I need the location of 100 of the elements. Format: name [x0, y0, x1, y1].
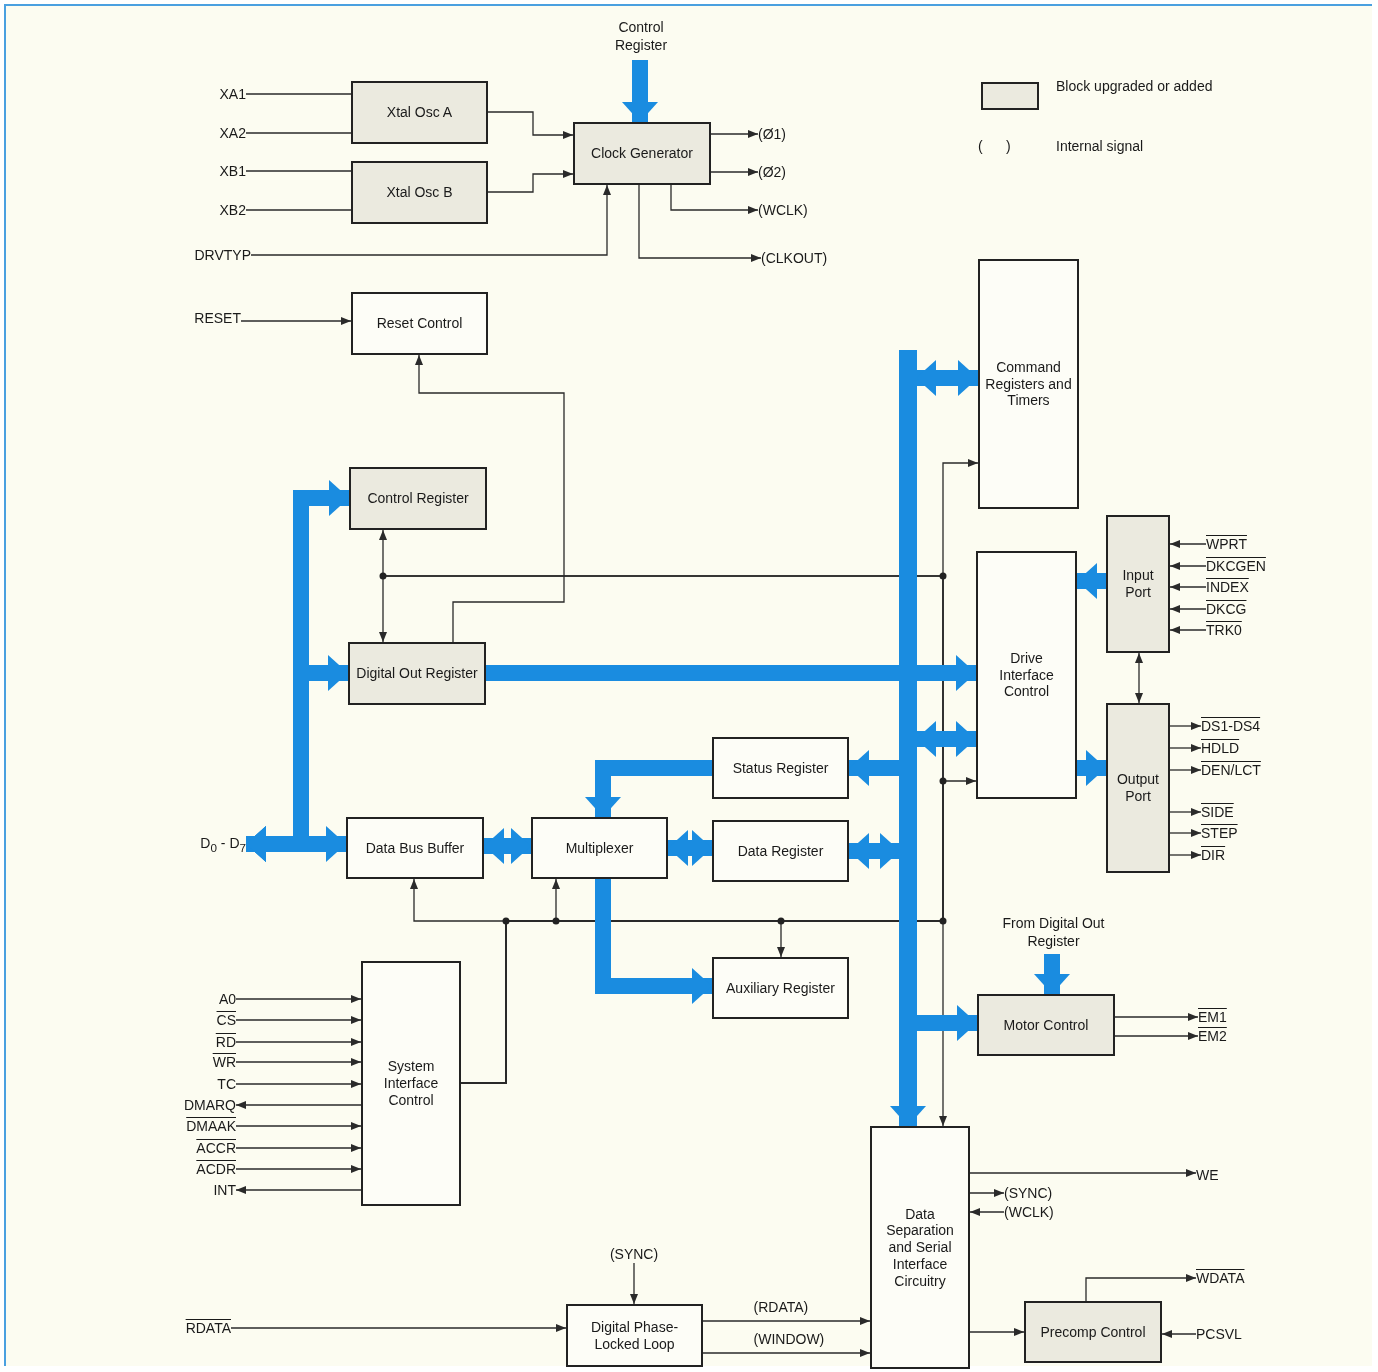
- arrow: [1169, 540, 1207, 548]
- function-block: [1024, 1301, 1162, 1363]
- arrow: [969, 1169, 1197, 1177]
- function-block: [361, 961, 461, 1206]
- function-block: [870, 1126, 970, 1369]
- block-label: Data Separation and Serial Interface Circuitry: [885, 1205, 955, 1290]
- signal-label: HDLD: [1201, 739, 1286, 757]
- block-label: Xtal Osc A: [386, 104, 453, 121]
- block-label: Drive Interface Control: [998, 649, 1055, 701]
- legend-label: Block upgraded or added: [1056, 77, 1214, 96]
- signal-label: DMAAK: [156, 1117, 236, 1135]
- signal-label: DIR: [1201, 846, 1286, 864]
- function-block: [351, 81, 488, 144]
- function-block: [351, 161, 488, 224]
- connector-line: [245, 132, 352, 134]
- function-block: [531, 817, 668, 879]
- bus-arrow: [486, 655, 976, 691]
- signal-label: D$_{0}$ - D$_{7}$: [146, 834, 246, 854]
- arrow: [415, 354, 565, 643]
- arrow: [487, 170, 574, 193]
- bus-arrow: [1077, 750, 1106, 786]
- arrow: [250, 184, 611, 256]
- arrow: [969, 1189, 1005, 1197]
- block-label: Control Register: [367, 490, 469, 507]
- arrow: [702, 1317, 871, 1325]
- arrow: [487, 111, 574, 139]
- signal-label: DEN/LCT: [1201, 761, 1286, 779]
- arrow: [1169, 744, 1202, 752]
- arrow: [969, 1208, 1005, 1216]
- arrow: [1169, 808, 1202, 816]
- arrow: [630, 1262, 638, 1305]
- function-block: [1106, 515, 1170, 653]
- signal-label: (CLKOUT): [761, 249, 851, 267]
- signal-label: (Ø2): [758, 163, 818, 181]
- signal-label: INDEX: [1206, 578, 1291, 596]
- signal-label: WDATA: [1196, 1269, 1281, 1287]
- signal-label: WE: [1196, 1166, 1281, 1184]
- bus-arrow: [622, 60, 658, 122]
- signal-label: (WCLK): [758, 201, 828, 219]
- function-block: [976, 551, 1077, 799]
- block-label: System Interface Control: [382, 1058, 440, 1109]
- arrow: [235, 1165, 362, 1173]
- block-label: Digital Out Register: [356, 665, 478, 682]
- function-block: [348, 642, 486, 705]
- arrow: [235, 1144, 362, 1152]
- signal-label: STEP: [1201, 824, 1286, 842]
- function-block: [1106, 703, 1170, 873]
- signal-label: (Ø1): [758, 125, 818, 143]
- signal-label: XA1: [186, 85, 246, 103]
- connector-line: [245, 93, 352, 95]
- signal-label: EM2: [1198, 1027, 1283, 1045]
- block-label: Digital Phase-Locked Loop: [589, 1318, 680, 1353]
- function-block: [566, 1304, 703, 1367]
- block-label: Status Register: [732, 759, 829, 777]
- legend-label: Internal signal: [1056, 137, 1145, 156]
- arrow: [1135, 652, 1143, 704]
- block-label: Clock Generator: [591, 145, 693, 162]
- arrow: [710, 130, 759, 138]
- signal-label: SIDE: [1201, 803, 1286, 821]
- arrow: [1169, 626, 1207, 634]
- arrow: [235, 1186, 362, 1194]
- arrow: [235, 1101, 362, 1109]
- function-block: [573, 122, 711, 185]
- signal-label: WR: [156, 1053, 236, 1071]
- arrow: [710, 168, 759, 176]
- bus-arrow: [916, 721, 976, 757]
- function-block: [978, 259, 1079, 509]
- arrow: [1114, 1013, 1199, 1021]
- function-block: [712, 957, 849, 1019]
- signal-label: TC: [156, 1075, 236, 1093]
- signal-label: (WCLK): [1004, 1203, 1089, 1221]
- signal-label: (SYNC): [1004, 1184, 1089, 1202]
- arrow: [670, 184, 759, 214]
- arrow: [1161, 1330, 1197, 1338]
- arrow: [235, 1016, 362, 1024]
- arrow: [235, 1038, 362, 1046]
- arrow: [230, 1324, 567, 1332]
- signal-label: ACDR: [156, 1160, 236, 1178]
- bus-arrow: [1077, 563, 1106, 599]
- block-label: Input Port: [1121, 567, 1155, 601]
- block-label: Data Register: [737, 842, 824, 860]
- arrow: [969, 1328, 1025, 1336]
- arrow: [235, 1058, 362, 1066]
- block-label: Reset Control: [376, 315, 463, 332]
- bus-arrow: [484, 828, 531, 864]
- bus-arrow: [1034, 954, 1070, 994]
- arrow: [1169, 851, 1202, 859]
- arrow: [235, 1122, 362, 1130]
- arrow: [1114, 1032, 1199, 1040]
- bus-arrow: [916, 360, 978, 396]
- arrow: [1169, 562, 1207, 570]
- signal-label: CS: [156, 1011, 236, 1029]
- signal-label: RESET: [166, 309, 241, 327]
- block-label: Auxiliary Register: [726, 979, 835, 997]
- arrow: [240, 317, 352, 325]
- bus-arrow: [849, 833, 900, 869]
- bus-arrow: [916, 1005, 977, 1041]
- annotation: From Digital Out Register: [996, 914, 1111, 954]
- function-block: [346, 817, 484, 879]
- edge-label: (WINDOW): [751, 1331, 827, 1347]
